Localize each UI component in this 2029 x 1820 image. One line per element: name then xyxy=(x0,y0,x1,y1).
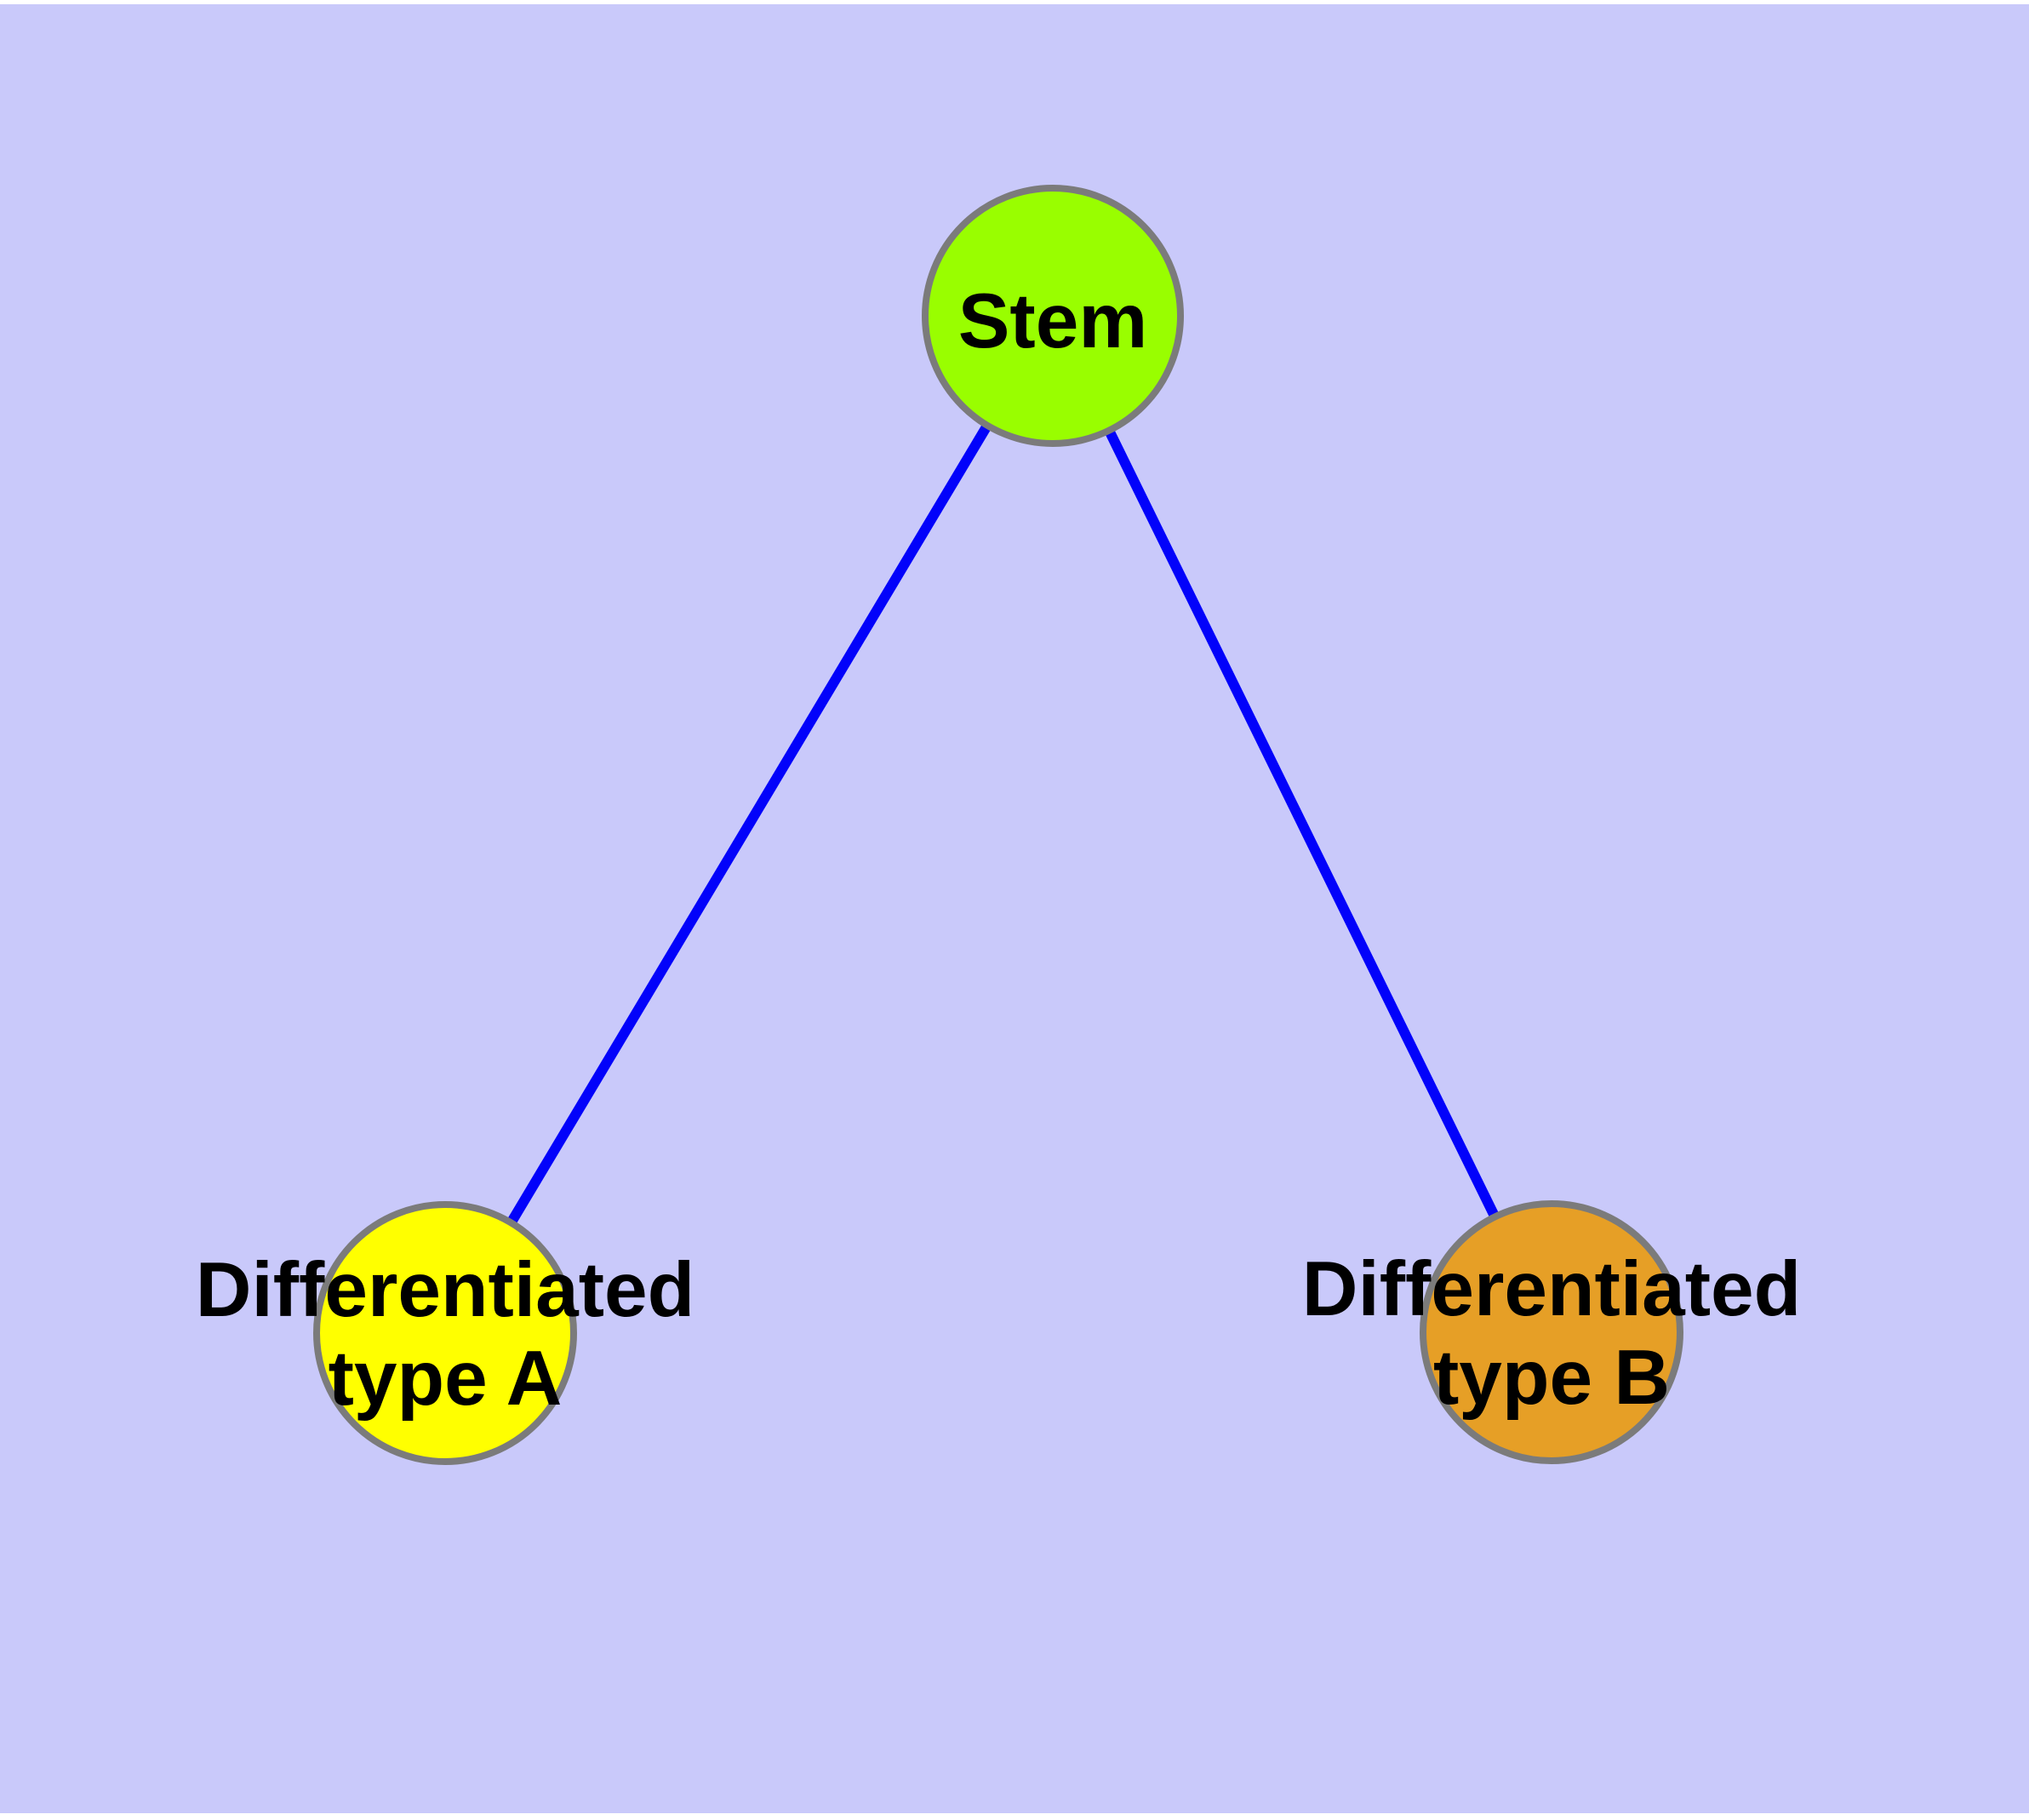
node-stem-circle xyxy=(922,185,1184,447)
node-type-b-circle xyxy=(1420,1200,1683,1464)
node-type-a: Differentiated type A xyxy=(196,1201,695,1465)
node-stem-label: Stem xyxy=(958,278,1148,364)
node-type-b: Differentiated type B xyxy=(1302,1200,1802,1464)
node-type-b-label-line1: Differentiated xyxy=(1302,1246,1802,1332)
node-type-a-label-line2: type A xyxy=(329,1336,563,1422)
node-type-b-label-line2: type B xyxy=(1433,1335,1670,1421)
node-type-a-circle xyxy=(313,1201,577,1465)
node-type-a-label-line1: Differentiated xyxy=(196,1247,695,1333)
edge-stem-to-type-b xyxy=(1048,313,1557,1335)
node-stem: Stem xyxy=(922,185,1184,447)
edge-stem-to-type-a xyxy=(440,312,1058,1336)
